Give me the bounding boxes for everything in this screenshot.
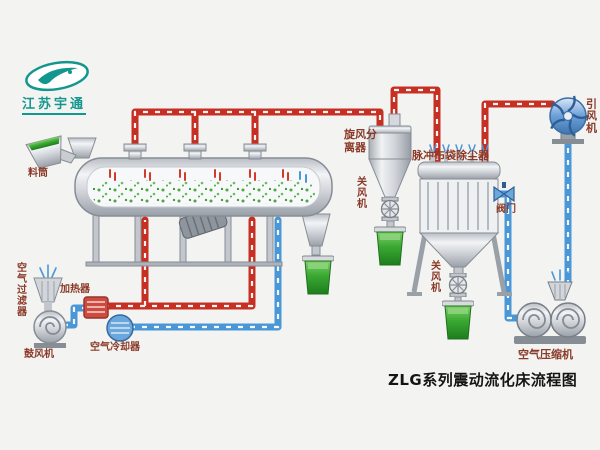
bed-feed-inlet: [67, 137, 97, 159]
cyclone-rotary-valve-icon: [380, 197, 400, 221]
feed-hopper-icon: [25, 135, 77, 169]
bag-rotary-valve-icon: [448, 273, 468, 297]
heater-icon: [83, 296, 109, 319]
pulse-valve-icon: [493, 182, 515, 203]
bed-discharge-stub: [311, 245, 321, 256]
air-cooler-icon: [106, 314, 134, 342]
label-feed-hopper: 料筒: [28, 168, 48, 179]
label-induced-draft-fan: 引风机: [584, 98, 598, 134]
bag-legs: [411, 227, 507, 293]
pulse-nozzles: [431, 153, 487, 163]
cyclone-separator: [368, 113, 412, 229]
label-air-compressor: 空气压缩机: [518, 348, 573, 361]
cold-spray-marks: [299, 171, 307, 183]
label-valve: 阀门: [496, 204, 516, 215]
bag-collection-bucket: [442, 300, 474, 340]
bag-top-cap: [417, 161, 501, 180]
induced-draft-fan-icon: [549, 95, 590, 144]
label-bag-rotary-valve: 关风机: [428, 260, 440, 293]
diagram-title: ZLG系列震动流化床流程图: [388, 371, 578, 389]
label-heater: 加热器: [60, 284, 90, 295]
cyclone-cone: [368, 158, 412, 198]
company-name: 江苏宇通: [22, 93, 87, 115]
hot-spray-marks: [109, 169, 289, 181]
bag-cone: [418, 232, 500, 268]
cyclone-body: [368, 132, 412, 160]
label-cyclone-separator: 旋风分离器: [344, 128, 377, 155]
company-logo-icon: [25, 60, 89, 92]
cyclone-collection-bucket: [374, 226, 406, 266]
label-air-filter: 空气过滤器: [14, 262, 26, 317]
bag-dust-collector: [407, 144, 512, 303]
product-collection-bucket: [302, 255, 334, 295]
inlet-filter-blower: [33, 264, 67, 348]
fluidized-bed: [67, 137, 333, 267]
filter-bags: [427, 182, 489, 230]
label-air-cooler: 空气冷却器: [90, 342, 140, 353]
label-bag-dust-collector: 脉冲布袋除尘器: [412, 149, 489, 162]
bed-top-nozzles: [123, 143, 267, 160]
label-cyclone-rotary-valve: 关风机: [354, 176, 366, 209]
blower-icon: [33, 310, 67, 344]
air-compressor-icon: [514, 269, 586, 344]
label-blower: 鼓风机: [24, 349, 54, 360]
filter-intake-spray: [39, 264, 57, 278]
pulse-spray-marks: [429, 144, 489, 152]
bed-material-speckles: [92, 180, 315, 204]
compressor-intake-spray: [551, 269, 569, 281]
bed-discharge-cone: [301, 213, 331, 247]
